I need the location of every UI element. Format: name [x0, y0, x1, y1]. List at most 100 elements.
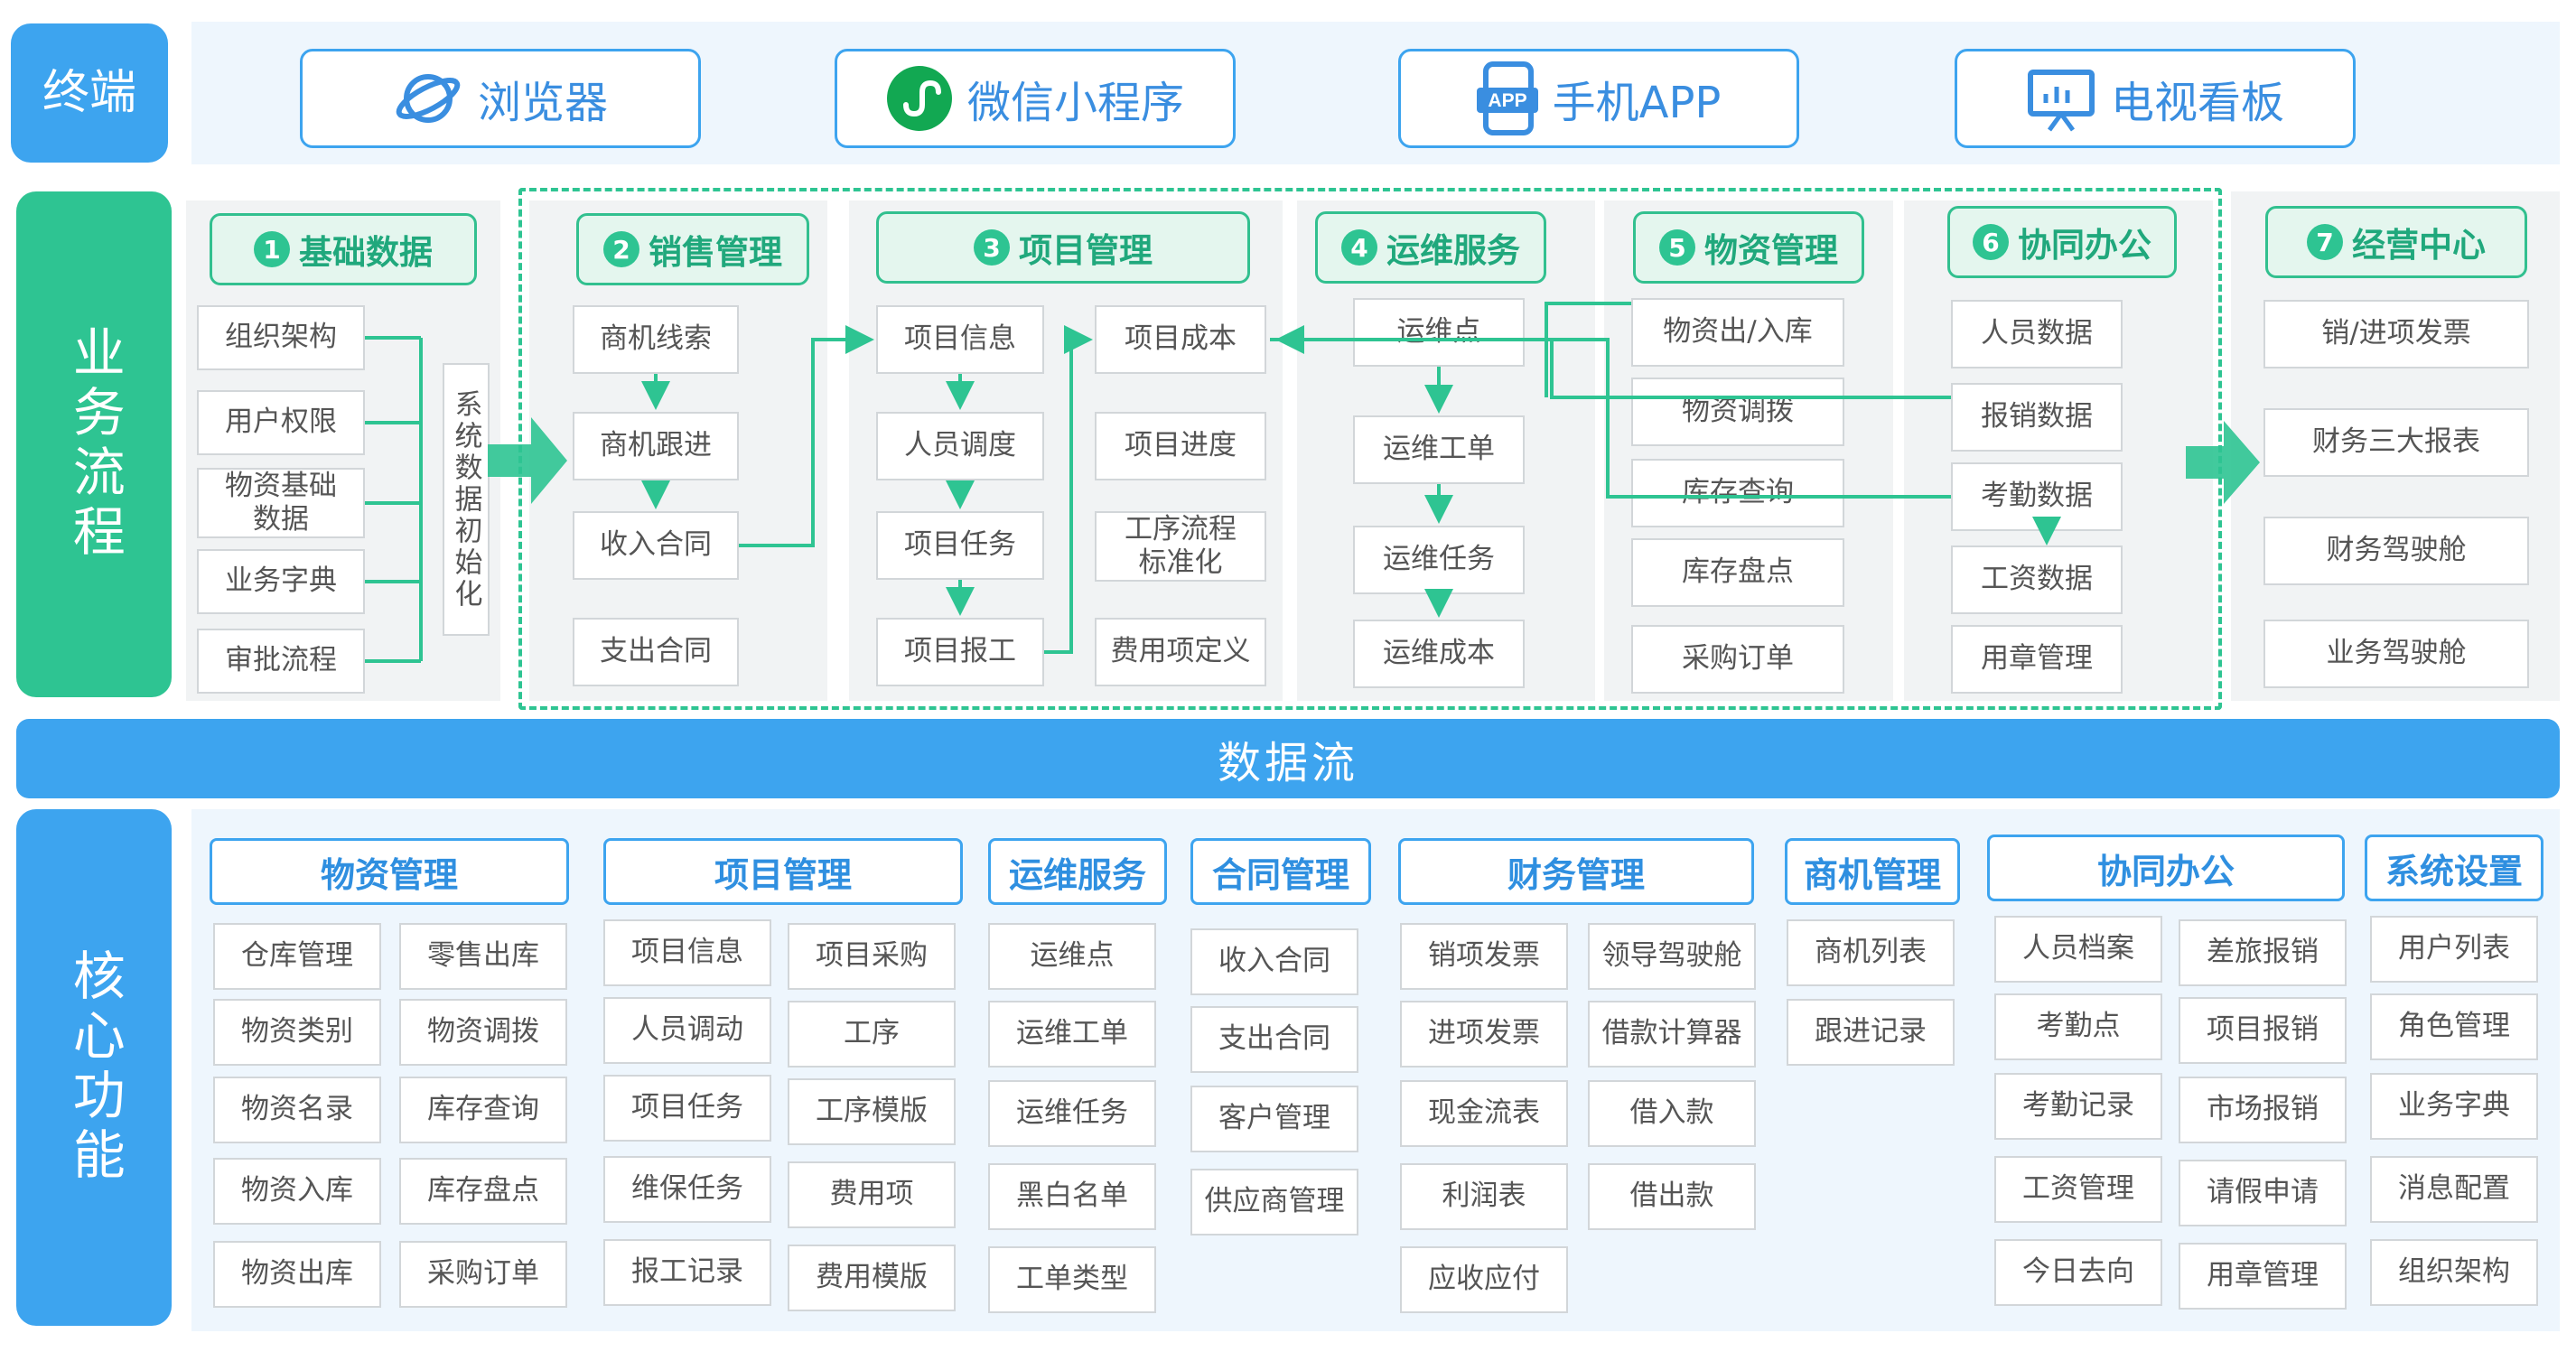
core-item[interactable]: 库存查询 [399, 1077, 567, 1143]
core-item[interactable]: 差旅报销 [2179, 919, 2347, 986]
core-item[interactable]: 采购订单 [399, 1241, 567, 1308]
group-head-business-center[interactable]: 7 经营中心 [2265, 206, 2527, 278]
core-item[interactable]: 物资类别 [213, 999, 381, 1066]
core-item[interactable]: 物资调拨 [399, 999, 567, 1066]
core-item[interactable]: 组织架构 [2370, 1239, 2538, 1306]
core-item[interactable]: 业务字典 [2370, 1073, 2538, 1140]
flow-item[interactable]: 运维任务 [1353, 526, 1525, 594]
flow-item[interactable]: 业务驾驶舱 [2263, 620, 2529, 688]
core-item[interactable]: 工单类型 [988, 1246, 1156, 1313]
core-item[interactable]: 借入款 [1588, 1080, 1756, 1147]
flow-item[interactable]: 项目进度 [1095, 412, 1266, 480]
core-item[interactable]: 借款计算器 [1588, 1001, 1756, 1068]
flow-item[interactable]: 物资出/入库 [1631, 298, 1844, 367]
flow-item[interactable]: 财务三大报表 [2263, 408, 2529, 477]
core-head-operations[interactable]: 运维服务 [988, 838, 1167, 905]
core-item[interactable]: 项目报销 [2179, 997, 2347, 1064]
core-item[interactable]: 收入合同 [1190, 928, 1358, 995]
core-item[interactable]: 项目任务 [603, 1075, 771, 1142]
core-item[interactable]: 费用项 [788, 1161, 956, 1228]
flow-item[interactable]: 工序流程 标准化 [1095, 511, 1266, 582]
flow-item[interactable]: 组织架构 [197, 305, 365, 370]
flow-item[interactable]: 报销数据 [1951, 383, 2123, 452]
core-item[interactable]: 工序 [788, 1001, 956, 1068]
flow-item[interactable]: 运维成本 [1353, 620, 1525, 688]
flow-item[interactable]: 工资数据 [1951, 545, 2123, 614]
flow-item[interactable]: 项目报工 [876, 618, 1044, 686]
core-item[interactable]: 销项发票 [1400, 923, 1568, 990]
core-item[interactable]: 黑白名单 [988, 1163, 1156, 1230]
flow-item[interactable]: 费用项定义 [1095, 618, 1266, 686]
flow-item[interactable]: 库存查询 [1631, 459, 1844, 527]
flow-item[interactable]: 运维工单 [1353, 415, 1525, 484]
core-head-collab[interactable]: 协同办公 [1987, 835, 2345, 901]
core-item[interactable]: 用户列表 [2370, 916, 2538, 983]
core-item[interactable]: 客户管理 [1190, 1086, 1358, 1152]
core-item[interactable]: 人员调动 [603, 997, 771, 1064]
flow-item[interactable]: 人员调度 [876, 412, 1044, 480]
core-head-opportunity[interactable]: 商机管理 [1785, 838, 1960, 905]
flow-item[interactable]: 物资基础 数据 [197, 468, 365, 538]
core-item[interactable]: 考勤点 [1994, 993, 2162, 1060]
core-item[interactable]: 利润表 [1400, 1163, 1568, 1230]
core-head-settings[interactable]: 系统设置 [2365, 835, 2543, 901]
flow-item[interactable]: 物资调拨 [1631, 378, 1844, 446]
core-item[interactable]: 供应商管理 [1190, 1169, 1358, 1235]
core-item[interactable]: 跟进记录 [1787, 999, 1955, 1066]
core-head-finance[interactable]: 财务管理 [1398, 838, 1754, 905]
core-item[interactable]: 支出合同 [1190, 1006, 1358, 1073]
core-item[interactable]: 现金流表 [1400, 1080, 1568, 1147]
core-item[interactable]: 领导驾驶舱 [1588, 923, 1756, 990]
flow-item[interactable]: 项目信息 [876, 305, 1044, 374]
flow-item[interactable]: 审批流程 [197, 629, 365, 694]
group-head-sales[interactable]: 2 销售管理 [576, 213, 809, 285]
core-head-materials[interactable]: 物资管理 [210, 838, 569, 905]
core-item[interactable]: 角色管理 [2370, 993, 2538, 1060]
flow-item[interactable]: 收入合同 [573, 511, 739, 580]
core-item[interactable]: 商机列表 [1787, 919, 1955, 986]
flow-item[interactable]: 销/进项发票 [2263, 300, 2529, 368]
flow-item[interactable]: 财务驾驶舱 [2263, 517, 2529, 585]
flow-item[interactable]: 项目成本 [1095, 305, 1266, 374]
terminal-mobile-app[interactable]: APP 手机APP [1398, 49, 1799, 148]
core-item[interactable]: 工资管理 [1994, 1156, 2162, 1223]
core-item[interactable]: 项目信息 [603, 919, 771, 986]
core-item[interactable]: 消息配置 [2370, 1156, 2538, 1223]
core-item[interactable]: 运维任务 [988, 1080, 1156, 1147]
core-item[interactable]: 费用模版 [788, 1245, 956, 1311]
flow-item[interactable]: 业务字典 [197, 549, 365, 614]
core-item[interactable]: 仓库管理 [213, 923, 381, 990]
core-item[interactable]: 物资入库 [213, 1158, 381, 1225]
core-item[interactable]: 报工记录 [603, 1239, 771, 1306]
flow-item[interactable]: 人员数据 [1951, 300, 2123, 368]
system-data-init[interactable]: 系统数据初始化 [443, 363, 490, 636]
core-item[interactable]: 借出款 [1588, 1163, 1756, 1230]
flow-item[interactable]: 用户权限 [197, 390, 365, 455]
terminal-browser[interactable]: 浏览器 [300, 49, 701, 148]
core-item[interactable]: 零售出库 [399, 923, 567, 990]
core-item[interactable]: 市场报销 [2179, 1077, 2347, 1143]
core-head-project[interactable]: 项目管理 [603, 838, 963, 905]
group-head-materials[interactable]: 5 物资管理 [1633, 211, 1864, 284]
flow-item[interactable]: 商机线索 [573, 305, 739, 374]
core-item[interactable]: 维保任务 [603, 1156, 771, 1223]
terminal-tv-board[interactable]: 电视看板 [1955, 49, 2356, 148]
core-item[interactable]: 项目采购 [788, 923, 956, 990]
core-item[interactable]: 物资名录 [213, 1077, 381, 1143]
core-item[interactable]: 库存盘点 [399, 1158, 567, 1225]
flow-item[interactable]: 考勤数据 [1951, 462, 2123, 531]
flow-item[interactable]: 项目任务 [876, 511, 1044, 580]
flow-item[interactable]: 采购订单 [1631, 625, 1844, 694]
flow-item[interactable]: 支出合同 [573, 618, 739, 686]
flow-item[interactable]: 运维点 [1353, 298, 1525, 367]
core-item[interactable]: 应收应付 [1400, 1246, 1568, 1313]
group-head-basic-data[interactable]: 1 基础数据 [210, 213, 477, 285]
core-item[interactable]: 进项发票 [1400, 1001, 1568, 1068]
group-head-project[interactable]: 3 项目管理 [876, 211, 1250, 284]
core-head-contracts[interactable]: 合同管理 [1190, 838, 1371, 905]
core-item[interactable]: 工序模版 [788, 1078, 956, 1145]
flow-item[interactable]: 商机跟进 [573, 412, 739, 480]
core-item[interactable]: 运维点 [988, 923, 1156, 990]
flow-item[interactable]: 库存盘点 [1631, 538, 1844, 607]
core-item[interactable]: 今日去向 [1994, 1239, 2162, 1306]
